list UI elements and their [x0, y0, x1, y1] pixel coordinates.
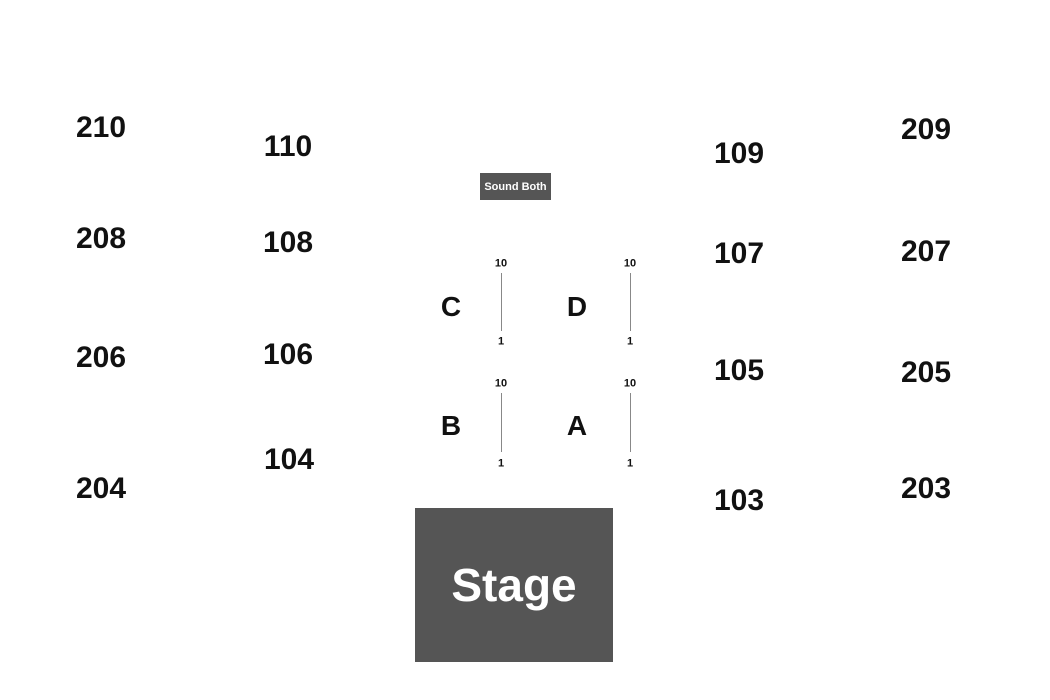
- floor-section-d[interactable]: D: [566, 291, 588, 322]
- floor-c-row-line: [501, 273, 502, 331]
- floor-b-row-bottom: 1: [497, 457, 505, 470]
- stage: Stage: [415, 508, 613, 662]
- section-107[interactable]: 107: [713, 237, 765, 270]
- section-206[interactable]: 206: [75, 341, 127, 374]
- floor-d-row-line: [630, 273, 631, 331]
- section-209[interactable]: 209: [900, 113, 952, 146]
- section-210[interactable]: 210: [75, 111, 127, 144]
- floor-d-row-bottom: 1: [626, 335, 634, 348]
- floor-d-row-top: 10: [623, 257, 637, 270]
- floor-section-a[interactable]: A: [566, 410, 588, 441]
- sound-booth: Sound Both: [480, 173, 551, 200]
- section-108[interactable]: 108: [262, 226, 314, 259]
- floor-a-row-bottom: 1: [626, 457, 634, 470]
- section-205[interactable]: 205: [900, 356, 952, 389]
- floor-c-row-top: 10: [494, 257, 508, 270]
- floor-b-row-top: 10: [494, 377, 508, 390]
- section-110[interactable]: 110: [263, 130, 313, 163]
- section-208[interactable]: 208: [75, 222, 127, 255]
- section-106[interactable]: 106: [262, 338, 314, 371]
- section-105[interactable]: 105: [713, 354, 765, 387]
- section-103[interactable]: 103: [713, 484, 765, 517]
- floor-c-row-bottom: 1: [497, 335, 505, 348]
- section-104[interactable]: 104: [263, 443, 315, 476]
- floor-section-c[interactable]: C: [440, 291, 462, 322]
- section-207[interactable]: 207: [900, 235, 952, 268]
- floor-a-row-top: 10: [623, 377, 637, 390]
- section-203[interactable]: 203: [900, 472, 952, 505]
- section-109[interactable]: 109: [713, 137, 765, 170]
- floor-b-row-line: [501, 393, 502, 452]
- floor-section-b[interactable]: B: [440, 410, 462, 441]
- section-204[interactable]: 204: [75, 472, 127, 505]
- floor-a-row-line: [630, 393, 631, 452]
